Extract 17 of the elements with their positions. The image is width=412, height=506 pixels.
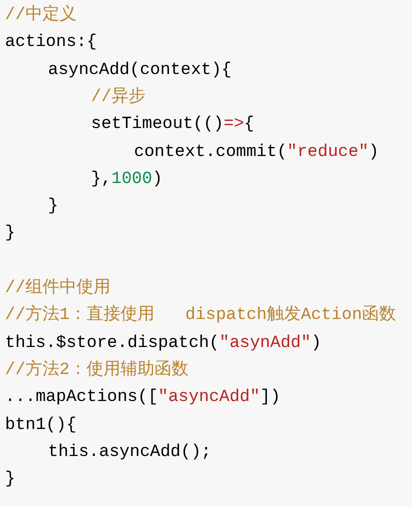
code-line: btn1(){ (5, 414, 76, 436)
code-comment: //方法1：直接使用 dispatch触发Action函数 (5, 305, 396, 328)
code-line: this.$store.dispatch("asynAdd") (5, 332, 322, 355)
code-line: } (5, 469, 16, 492)
code-line: } (5, 223, 16, 246)
code-comment: //中定义 (5, 5, 76, 27)
code-comment: //方法2：使用辅助函数 (5, 360, 189, 382)
code-line: actions:{ (5, 32, 97, 54)
code-line: context.commit("reduce") (134, 142, 379, 164)
code-line: this.asyncAdd(); (48, 442, 212, 464)
code-line: asyncAdd(context){ (48, 60, 232, 82)
code-comment: //异步 (91, 86, 146, 109)
code-line: } (48, 196, 58, 218)
code-line: setTimeout(()=>{ (91, 114, 254, 136)
code-line: },1000) (91, 168, 162, 191)
code-comment: //组件中使用 (5, 278, 110, 300)
code-line: ...mapActions(["asyncAdd"]) (5, 387, 280, 410)
